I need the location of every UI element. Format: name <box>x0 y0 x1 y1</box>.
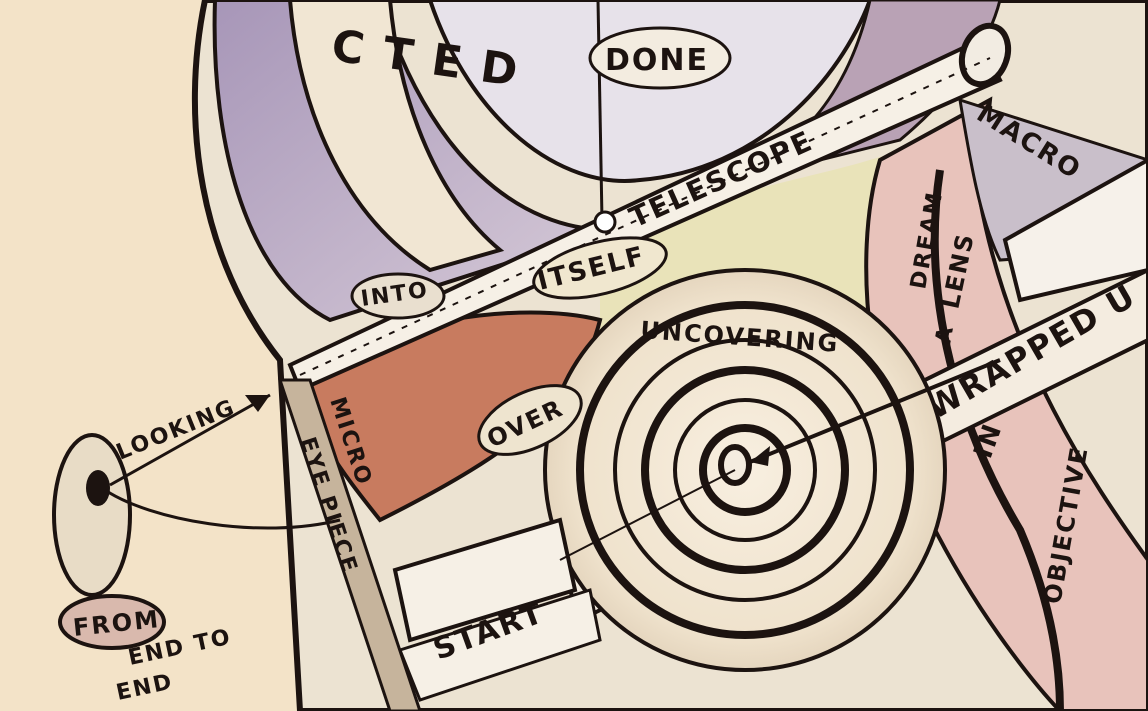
eye-pupil <box>86 470 110 506</box>
telescope-pivot <box>595 212 615 232</box>
word-done: DONE <box>605 43 709 78</box>
